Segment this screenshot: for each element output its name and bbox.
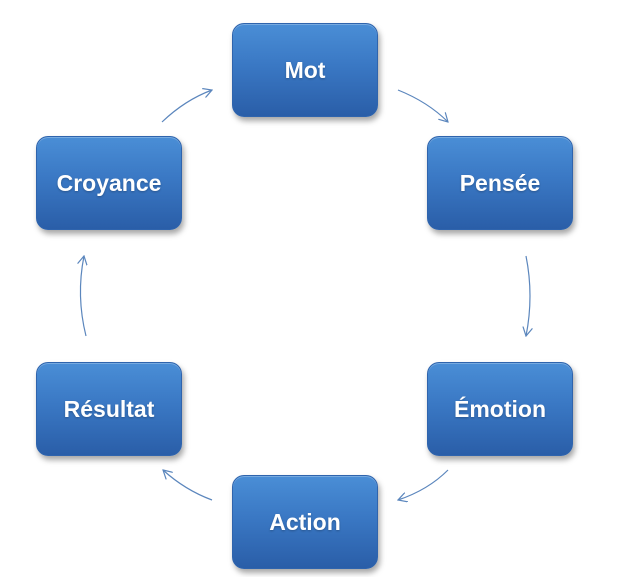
- arrow-action-to-resultat: [163, 470, 213, 501]
- node-label: Action: [269, 508, 341, 535]
- arrow-croyance-to-mot: [161, 90, 212, 123]
- node-label: Pensée: [459, 169, 541, 196]
- node-label: Émotion: [454, 395, 546, 422]
- node-resultat: Résultat: [36, 362, 182, 456]
- node-mot: Mot: [232, 23, 378, 117]
- node-emotion: Émotion: [427, 362, 573, 456]
- node-label: Mot: [284, 56, 326, 83]
- arrow-pensee-to-emotion: [526, 255, 530, 336]
- node-label: Résultat: [63, 395, 155, 422]
- node-label: Croyance: [56, 169, 162, 196]
- node-pensee: Pensée: [427, 136, 573, 230]
- arrow-mot-to-pensee: [397, 89, 448, 122]
- arrow-resultat-to-croyance: [80, 256, 86, 337]
- arrow-emotion-to-action: [398, 469, 449, 500]
- node-croyance: Croyance: [36, 136, 182, 230]
- node-action: Action: [232, 475, 378, 569]
